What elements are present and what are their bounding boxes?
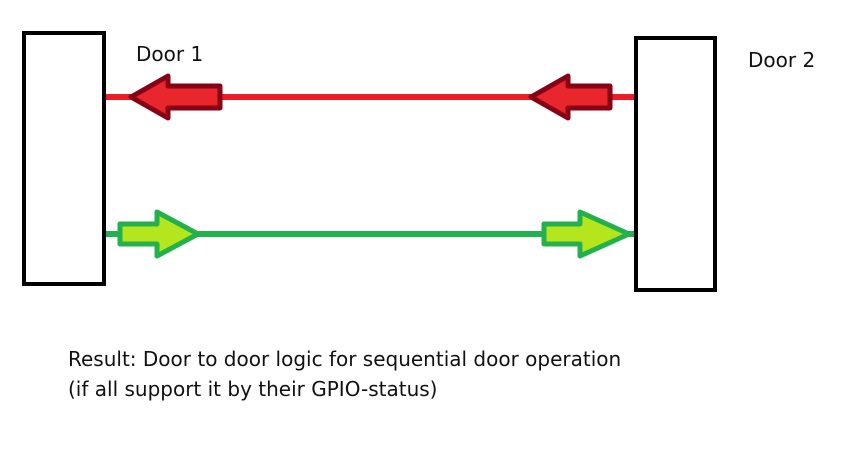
- door-1-box: [22, 31, 106, 286]
- door-1-label: Door 1: [136, 42, 204, 66]
- red-arrow-left-icon: [528, 73, 613, 121]
- door-2-label: Door 2: [748, 48, 816, 72]
- door-2-box: [634, 36, 717, 292]
- result-caption-line-1: Result: Door to door logic for sequentia…: [68, 347, 622, 371]
- green-arrow-right-icon: [541, 209, 632, 259]
- green-arrow-right-icon: [117, 209, 201, 259]
- red-arrow-left-icon: [128, 73, 223, 121]
- result-caption-line-2: (if all support it by their GPIO-status): [68, 377, 438, 401]
